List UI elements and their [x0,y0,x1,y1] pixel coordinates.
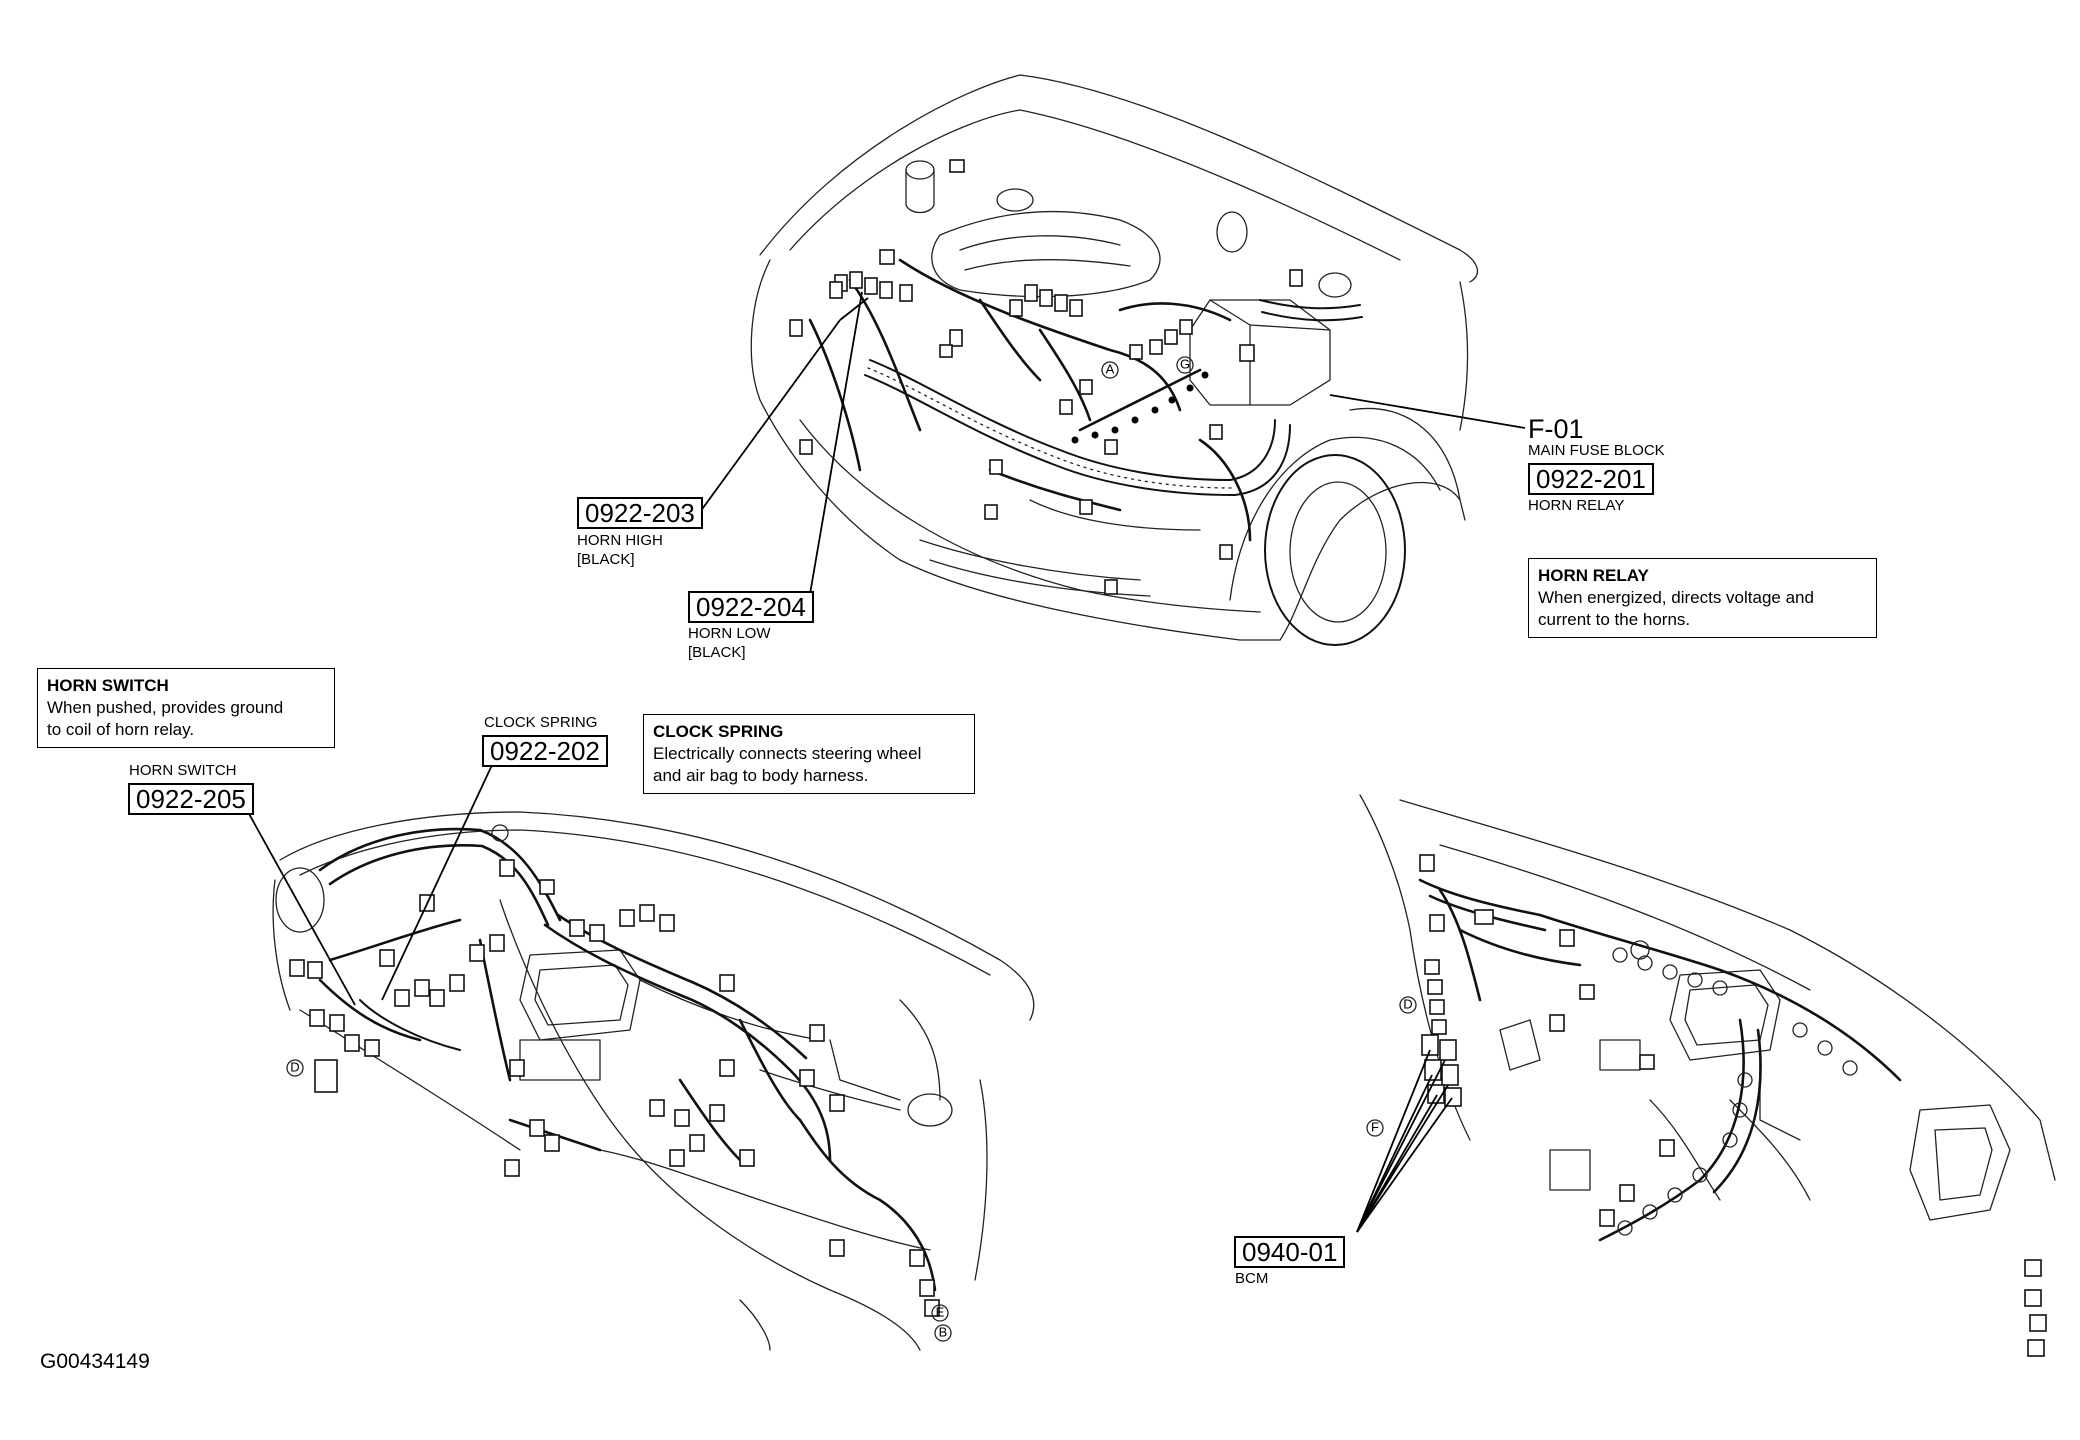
engine-compartment-drawing: A G [750,74,1479,646]
figure-id: G00434149 [40,1350,150,1373]
connector-code-horn-switch: 0922-205 [128,783,254,815]
location-mark-d-dash: D [290,1059,299,1074]
connector-code-horn-high: 0922-203 [577,497,703,529]
note-clock-spring-body: Electrically connects steering wheel and… [653,744,922,785]
connector-code-horn-relay: 0922-201 [1528,463,1654,495]
caption-horn-low: HORN LOW [688,625,771,642]
caption-horn-high-color: [BLACK] [577,551,635,568]
location-mark-b: B [939,1324,948,1339]
leader-lines [247,291,1526,1233]
caption-main-fuse-block: MAIN FUSE BLOCK [1528,442,1665,459]
main-fuse-block-id: F-01 [1528,414,1584,444]
note-horn-relay-body: When energized, directs voltage and curr… [1538,588,1814,629]
connector-code-clock-spring: 0922-202 [482,735,608,767]
connector-code-bcm: 0940-01 [1234,1236,1346,1268]
caption-clock-spring: CLOCK SPRING [484,714,598,731]
caption-horn-switch: HORN SWITCH [129,762,237,779]
location-mark-d-right: D [1403,996,1412,1011]
note-clock-spring-title: CLOCK SPRING [653,722,784,741]
note-horn-switch-title: HORN SWITCH [47,676,169,695]
note-horn-switch: HORN SWITCH When pushed, provides ground… [37,668,335,748]
location-mark-g: G [1180,356,1190,371]
caption-horn-high: HORN HIGH [577,532,663,549]
caption-bcm: BCM [1235,1270,1269,1287]
dashboard-right-drawing: D F [1359,794,2056,1357]
dashboard-left-drawing: D E B [272,811,1035,1351]
note-horn-switch-body: When pushed, provides ground to coil of … [47,698,284,739]
location-mark-f: F [1371,1119,1379,1134]
location-mark-a: A [1106,361,1115,376]
location-mark-e: E [936,1304,945,1319]
caption-horn-relay: HORN RELAY [1528,497,1625,514]
connector-code-horn-low: 0922-204 [688,591,814,623]
note-clock-spring: CLOCK SPRING Electrically connects steer… [643,714,975,794]
note-horn-relay: HORN RELAY When energized, directs volta… [1528,558,1877,638]
note-horn-relay-title: HORN RELAY [1538,566,1649,585]
caption-horn-low-color: [BLACK] [688,644,746,661]
